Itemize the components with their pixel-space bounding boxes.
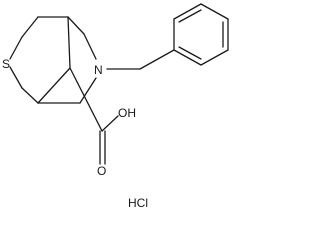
sulfur-atom-label: S [2, 57, 10, 71]
bond-c5-c6 [21, 87, 39, 104]
bond-ch2-ring [139, 49, 175, 70]
bond-c7-n [79, 77, 97, 104]
bond-c4-s [9, 36, 23, 60]
chemical-structure: S N OH O HCl [2, 3, 229, 210]
bond-c1-c4 [21, 16, 39, 38]
nitrogen-atom-label: N [94, 63, 103, 77]
hydroxyl-atom-label: OH [118, 106, 136, 120]
benzyl-group [106, 3, 229, 70]
bond-c3-n [83, 33, 97, 60]
bond-c2-c3 [67, 16, 85, 35]
bond-s-c5 [9, 66, 23, 89]
bond-bridge-cooh [69, 67, 103, 132]
carboxylic-acid-group [69, 67, 119, 165]
bond-bridgehead-c2 [67, 16, 71, 69]
bond-c-oh [101, 115, 119, 132]
phenyl-ring [173, 3, 229, 66]
hcl-salt-label: HCl [128, 196, 148, 210]
carbonyl-oxygen-label: O [97, 164, 106, 178]
bond-c6-bridgehead [37, 67, 71, 104]
bicyclic-core-bonds [9, 16, 97, 104]
